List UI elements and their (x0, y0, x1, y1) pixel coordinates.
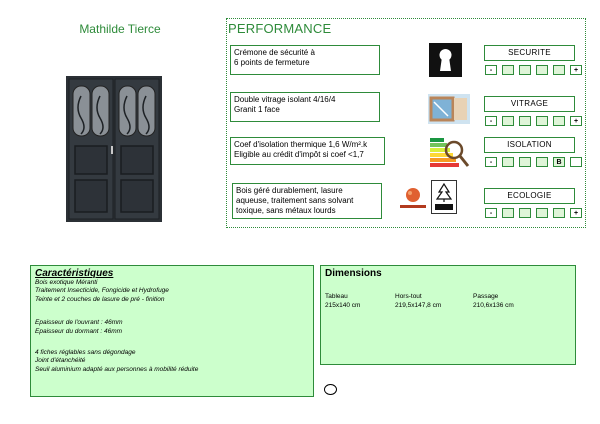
keyhole-icon (429, 43, 462, 77)
planete-urgence-logo (400, 188, 426, 208)
characteristic-line: Traitement Insecticide, Fongicide et Hyd… (35, 287, 169, 295)
metric-label-ecologie: ECOLOGIE (484, 188, 575, 204)
characteristic-line: Teinte et 2 couches de lasure de pré - f… (35, 295, 165, 303)
feature-insulation: Coef d'isolation thermique 1,6 W/m².k El… (230, 137, 385, 165)
scale-cell (536, 65, 548, 75)
fsc-logo (431, 180, 457, 214)
dimensions-title: Dimensions (325, 268, 382, 279)
metric-label-isolation: ISOLATION (484, 137, 575, 153)
window-glass-icon (428, 94, 470, 124)
dimensions-panel: Dimensions Tableau 215x140 cm Hors-tout … (320, 265, 576, 365)
scale-cell (519, 157, 531, 167)
characteristic-line: Epaisseur du dormant : 46mm (35, 327, 123, 335)
metric-scale-vitrage: - + (485, 116, 582, 126)
performance-panel (226, 18, 586, 228)
feature-ecology: Bois géré durablement, lasure aqueuse, t… (232, 183, 382, 219)
metric-label-vitrage: VITRAGE (484, 96, 575, 112)
product-title: Mathilde Tierce (79, 22, 161, 36)
scale-minus: - (485, 65, 497, 75)
scale-cell (502, 208, 514, 218)
dimension-hors-tout: Hors-tout 219,5x147,8 cm (395, 293, 442, 309)
scale-rating-mark: B (553, 157, 565, 167)
scale-cell (553, 208, 565, 218)
door-image (66, 76, 162, 222)
scale-cell (553, 65, 565, 75)
metric-label-securite: SECURITE (484, 45, 575, 61)
feature-glazing: Double vitrage isolant 4/16/4 Granit 1 f… (230, 92, 380, 122)
scale-cell (536, 208, 548, 218)
scale-plus: + (570, 208, 582, 218)
scale-minus: - (485, 157, 497, 167)
energy-label-icon (430, 138, 470, 167)
scale-cell (502, 116, 514, 126)
scale-cell (553, 116, 565, 126)
dimension-tableau: Tableau 215x140 cm (325, 293, 361, 309)
scale-cell (502, 157, 514, 167)
dimension-passage: Passage 210,6x136 cm (473, 293, 514, 309)
characteristic-line: Seuil aluminium adapté aux personnes à m… (35, 365, 199, 373)
scale-cell (519, 116, 531, 126)
metric-scale-isolation: - B (485, 157, 582, 167)
metric-scale-securite: - + (485, 65, 582, 75)
characteristics-panel: Caractéristiques Bois exotique Méranti T… (30, 265, 314, 397)
characteristics-title: Caractéristiques (35, 268, 114, 279)
metric-scale-ecologie: - + (485, 208, 582, 218)
scale-cell (519, 65, 531, 75)
scale-plus: + (570, 65, 582, 75)
scale-cell (519, 208, 531, 218)
scale-minus: - (485, 116, 497, 126)
characteristic-line: 4 fiches réglables sans dégondage (35, 349, 136, 357)
characteristic-line: Epaisseur de l'ouvrant : 46mm (35, 319, 123, 327)
feature-security: Crémone de sécurité à 6 points de fermet… (230, 45, 380, 75)
scale-cell (536, 116, 548, 126)
circle-shape (324, 384, 337, 395)
characteristic-line: Joint d'étanchéité (35, 357, 86, 365)
scale-cell (536, 157, 548, 167)
scale-plus: + (570, 116, 582, 126)
scale-cell (502, 65, 514, 75)
scale-cell (570, 157, 582, 167)
performance-title: PERFORMANCE (228, 21, 332, 36)
scale-minus: - (485, 208, 497, 218)
characteristic-line: Bois exotique Méranti (35, 279, 98, 286)
